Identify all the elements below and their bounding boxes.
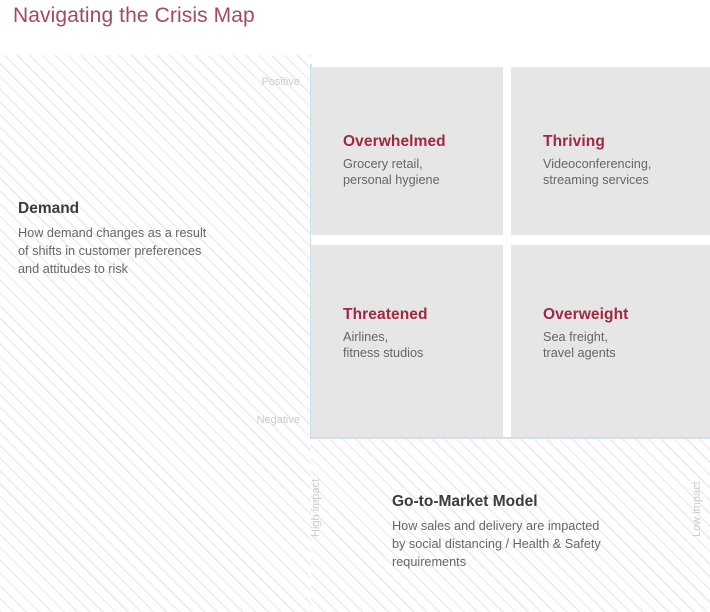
quadrant-overweight[interactable]: Overweight Sea freight, travel agents <box>511 245 710 437</box>
demand-title: Demand <box>18 200 80 217</box>
axis-label-high-impact: High impact <box>310 478 322 537</box>
axis-label-low-impact: Low impact <box>691 481 703 537</box>
horizontal-axis-line <box>310 437 710 439</box>
demand-description: How demand changes as a result of shifts… <box>18 225 207 276</box>
quadrant-overwhelmed[interactable]: Overwhelmed Grocery retail, personal hyg… <box>311 67 511 245</box>
go-to-market-description: How sales and delivery are impacted by s… <box>392 518 601 569</box>
go-to-market-title: Go-to-Market Model <box>392 493 538 510</box>
quadrant-thriving[interactable]: Thriving Videoconferencing, streaming se… <box>511 67 710 245</box>
quadrant-title: Overwhelmed <box>343 133 446 150</box>
title-background-strip <box>0 0 710 55</box>
quadrant-examples: Sea freight, travel agents <box>543 329 616 361</box>
quadrant-threatened[interactable]: Threatened Airlines, fitness studios <box>311 245 511 437</box>
vertical-axis-line <box>310 64 312 439</box>
quadrant-examples: Grocery retail, personal hygiene <box>343 156 440 188</box>
quadrant-examples: Videoconferencing, streaming services <box>543 156 652 188</box>
quadrant-title: Overweight <box>543 306 629 323</box>
axis-label-positive: Positive <box>261 76 300 88</box>
page-title: Navigating the Crisis Map <box>13 4 255 27</box>
go-to-market-axis-description: Go-to-Market Model How sales and deliver… <box>392 493 692 571</box>
quadrant-grid: Overwhelmed Grocery retail, personal hyg… <box>311 67 710 437</box>
demand-axis-description: Demand How demand changes as a result of… <box>18 200 268 278</box>
hatched-background-left <box>0 55 311 612</box>
quadrant-title: Threatened <box>343 306 428 323</box>
quadrant-title: Thriving <box>543 133 605 150</box>
quadrant-examples: Airlines, fitness studios <box>343 329 424 361</box>
hatched-background-bottom <box>311 438 710 612</box>
axis-label-negative: Negative <box>256 414 300 426</box>
